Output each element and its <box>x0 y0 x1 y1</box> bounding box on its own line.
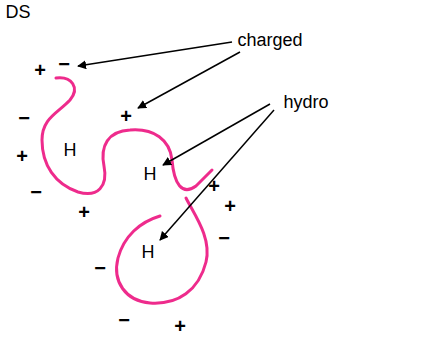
leader-arrow <box>160 110 274 240</box>
charge-sign: − <box>94 258 106 278</box>
charge-sign: − <box>118 310 130 330</box>
charge-sign: + <box>78 202 90 222</box>
charge-sign: + <box>16 146 28 166</box>
charge-sign: − <box>18 108 30 128</box>
protein-chain <box>42 78 212 194</box>
leader-arrow <box>138 52 240 108</box>
charge-sign: + <box>174 316 186 336</box>
protein-chain <box>117 198 208 303</box>
charge-sign: − <box>58 54 70 74</box>
charge-sign: + <box>208 176 220 196</box>
callout-label: charged <box>237 31 302 49</box>
hydrophobic-core: H <box>144 165 157 183</box>
heading-fragment: DS <box>5 3 30 21</box>
leader-arrow <box>163 104 270 165</box>
leader-arrow <box>78 42 232 66</box>
charge-sign: − <box>30 182 42 202</box>
charge-sign: + <box>34 60 46 80</box>
callout-label: hydro <box>283 93 328 111</box>
charge-sign: + <box>120 106 132 126</box>
charge-sign: − <box>218 228 230 248</box>
hydrophobic-core: H <box>142 243 155 261</box>
charge-sign: + <box>224 196 236 216</box>
hydrophobic-core: H <box>64 141 77 159</box>
